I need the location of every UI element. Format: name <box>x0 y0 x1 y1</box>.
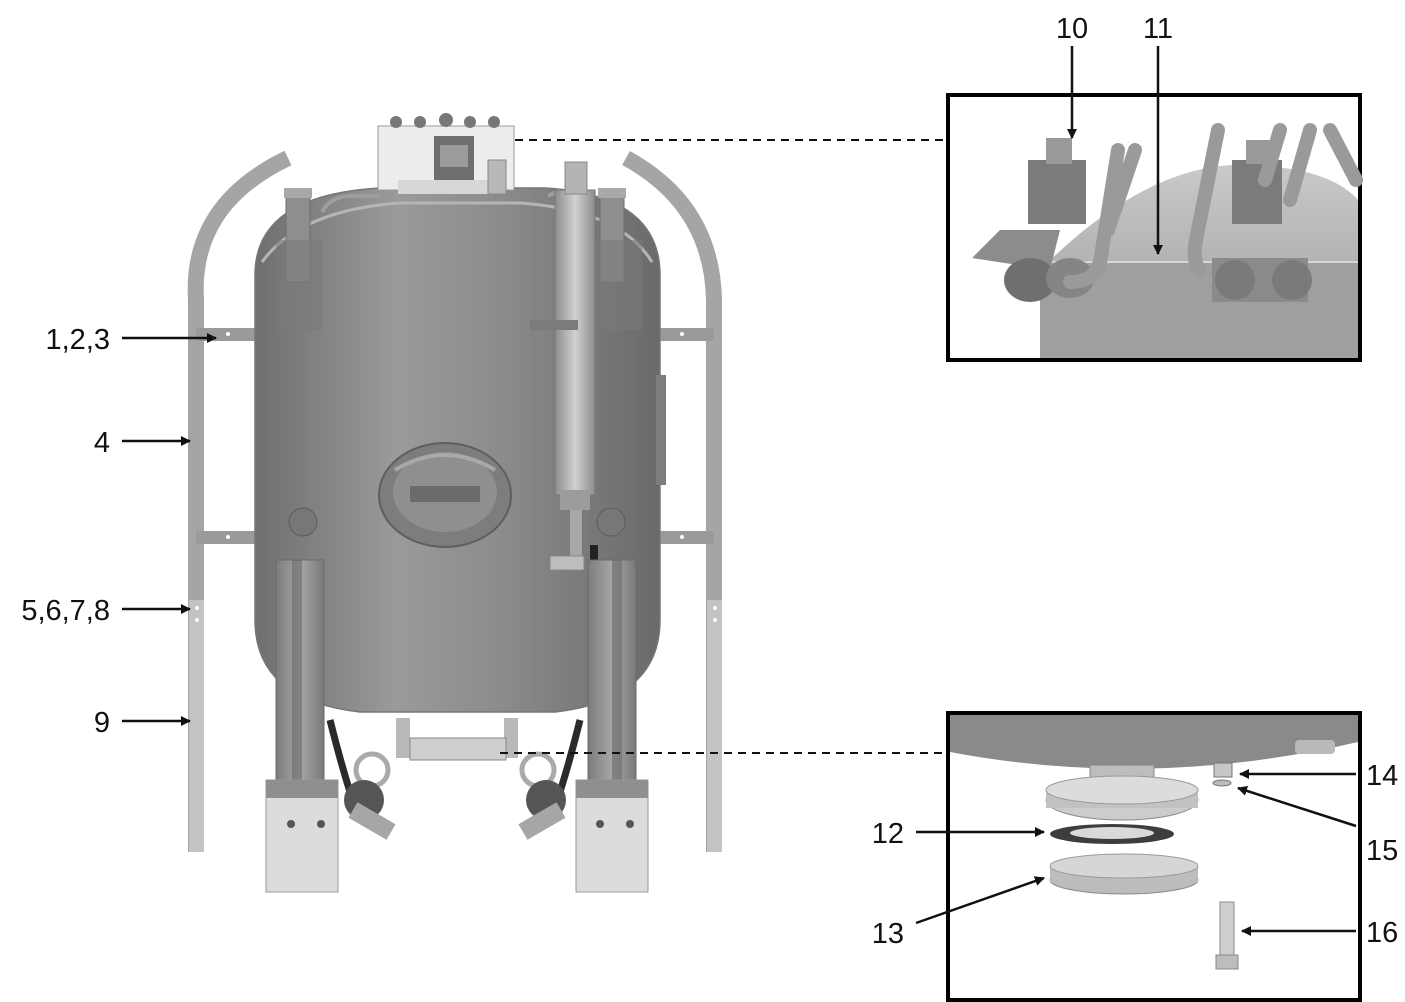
pressure-vessel <box>187 113 722 893</box>
nut <box>1213 762 1233 778</box>
callout-4: 4 <box>94 427 110 459</box>
bottom-outlet-flange <box>409 737 507 761</box>
bottom-valve-right <box>518 751 566 840</box>
callout-11: 11 <box>1143 13 1173 45</box>
detail-bottom-flange <box>946 711 1362 1002</box>
leader-arrows <box>122 46 1357 936</box>
frame-arc-left <box>187 150 292 852</box>
callout-1-2-3: 1,2,3 <box>46 324 111 356</box>
washer <box>1212 779 1232 787</box>
callout-5-6-7-8: 5,6,7,8 <box>21 595 110 627</box>
sight-column <box>554 189 596 496</box>
bottom-valve-left <box>344 751 396 840</box>
callout-16: 16 <box>1366 917 1398 949</box>
callout-15: 15 <box>1366 835 1398 867</box>
frame-bracket <box>196 531 264 544</box>
callout-13: 13 <box>872 918 904 950</box>
foot-plate-right <box>575 779 649 893</box>
manway <box>378 442 512 548</box>
callout-12: 12 <box>872 818 904 850</box>
callout-14: 14 <box>1366 760 1398 792</box>
callout-9: 9 <box>94 707 110 739</box>
callout-10: 10 <box>1056 13 1088 45</box>
detail-top-nozzles <box>946 93 1363 362</box>
frame-arc-right <box>622 150 722 852</box>
bolt <box>1219 901 1235 959</box>
